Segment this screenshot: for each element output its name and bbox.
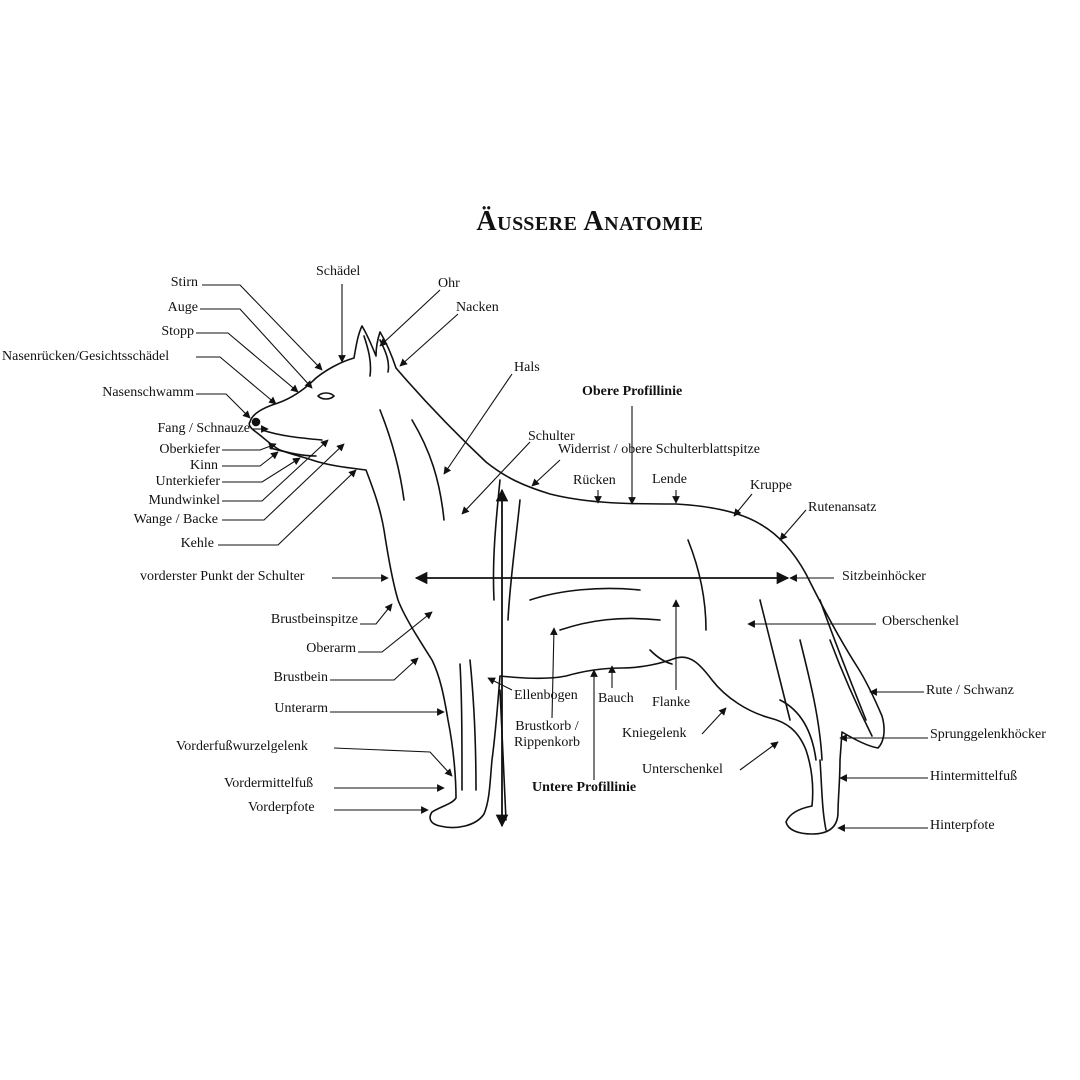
label-bauch: Bauch: [598, 691, 634, 706]
label-schaedel: Schädel: [316, 264, 361, 279]
label-nasenruecken: Nasenrücken/Gesichtsschädel: [2, 349, 170, 364]
line-stirn: [202, 284, 323, 371]
line-kehle: [218, 469, 357, 546]
label-vorderfusswurzel: Vorderfußwurzelgelenk: [176, 739, 308, 754]
leader-lines: [196, 284, 928, 832]
line-wange: [222, 443, 345, 521]
label-obere-profillinie: Obere Profillinie: [582, 384, 683, 399]
line-nasenruecken: [196, 356, 277, 405]
label-mundwinkel: Mundwinkel: [148, 493, 220, 508]
label-untere-profillinie: Untere Profillinie: [532, 780, 637, 795]
label-schulter: Schulter: [528, 429, 575, 444]
label-brustkorb-1: Brustkorb /: [515, 719, 579, 734]
label-nasenschwamm: Nasenschwamm: [102, 385, 194, 400]
label-fang: Fang / Schnauze: [157, 421, 250, 436]
label-ellenbogen: Ellenbogen: [514, 688, 578, 703]
label-hals: Hals: [514, 360, 540, 375]
label-rute: Rute / Schwanz: [926, 683, 1014, 698]
label-hinterpfote: Hinterpfote: [930, 818, 995, 833]
label-brustkorb-2: Rippenkorb: [513, 735, 581, 750]
line-nasenschwamm: [196, 393, 251, 419]
label-hintermittelfuss: Hintermittelfuß: [930, 769, 1018, 784]
line-unterkiefer: [222, 457, 301, 483]
label-unterschenkel: Unterschenkel: [642, 762, 723, 777]
line-vorderfusswurzel: [333, 747, 453, 777]
line-oberarm: [358, 611, 433, 653]
line-brustbein: [330, 657, 419, 681]
label-kruppe: Kruppe: [750, 478, 792, 493]
label-unterkiefer: Unterkiefer: [155, 474, 220, 489]
line-brustkorb: [549, 627, 558, 719]
label-kehle: Kehle: [180, 536, 214, 551]
dog-body-outline: [248, 325, 885, 835]
label-sitzbeinhoecker: Sitzbeinhöcker: [842, 569, 926, 584]
label-auge: Auge: [167, 300, 198, 315]
line-brustbeinspitze: [360, 603, 393, 625]
dog-outline: [248, 325, 885, 835]
page-title: Äußere Anatomie: [476, 206, 704, 237]
label-nacken: Nacken: [456, 300, 499, 315]
measurement-arrows: [414, 488, 790, 828]
line-schulter: [461, 441, 531, 515]
label-ohr: Ohr: [438, 276, 460, 291]
line-kinn: [222, 451, 279, 467]
label-vorderpfote: Vorderpfote: [248, 800, 315, 815]
label-sprunggelenk: Sprunggelenkhöcker: [930, 727, 1046, 742]
line-auge: [200, 308, 313, 389]
label-widerrist: Widerrist / obere Schulterblattspitze: [558, 442, 760, 457]
line-ohr: [379, 289, 441, 347]
label-brustbeinspitze: Brustbeinspitze: [270, 612, 358, 627]
label-kinn: Kinn: [190, 458, 218, 473]
label-vordermittelfuss: Vordermittelfuß: [224, 776, 314, 791]
label-oberschenkel: Oberschenkel: [882, 614, 959, 629]
label-oberarm: Oberarm: [306, 641, 356, 656]
label-lende: Lende: [652, 472, 687, 487]
line-oberkiefer: [222, 442, 277, 451]
line-kniegelenk: [701, 707, 727, 735]
label-unterarm: Unterarm: [274, 701, 328, 716]
label-stirn: Stirn: [170, 275, 198, 290]
label-flanke: Flanke: [652, 695, 691, 710]
line-nacken: [399, 313, 459, 367]
label-rutenansatz: Rutenansatz: [808, 500, 877, 515]
label-ruecken: Rücken: [573, 473, 616, 488]
line-mundwinkel: [222, 439, 329, 502]
line-stopp: [196, 332, 299, 393]
label-vorderster-punkt: vorderster Punkt der Schulter: [140, 569, 305, 584]
line-hals: [443, 373, 513, 475]
label-kniegelenk: Kniegelenk: [622, 726, 687, 741]
label-brustbein: Brustbein: [273, 670, 328, 685]
label-oberkiefer: Oberkiefer: [159, 442, 220, 457]
line-widerrist: [531, 459, 561, 487]
line-rutenansatz: [779, 509, 807, 541]
line-unterschenkel: [739, 741, 779, 771]
label-stopp: Stopp: [161, 324, 194, 339]
label-wange: Wange / Backe: [133, 512, 218, 527]
line-kruppe: [733, 493, 753, 517]
